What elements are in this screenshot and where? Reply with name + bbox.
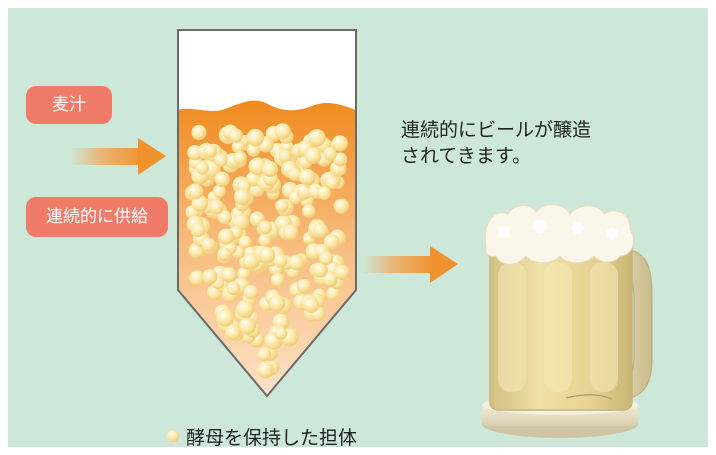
carrier-bead: [258, 220, 272, 235]
caption-line-2: されてきます。: [401, 145, 531, 167]
carrier-bead: [312, 262, 328, 278]
carrier-bead: [334, 264, 350, 280]
carrier-bead: [298, 168, 316, 186]
carrier-bead: [214, 171, 230, 187]
carrier-bead: [278, 149, 292, 163]
carrier-bead: [189, 270, 205, 286]
carrier-bead: [233, 151, 247, 165]
carrier-bead: [323, 234, 340, 250]
carrier-bead: [274, 123, 291, 140]
carrier-bead: [248, 157, 267, 176]
carrier-bead: [303, 296, 320, 313]
carrier-bead: [229, 128, 244, 143]
carrier-bead: [238, 235, 252, 249]
output-arrow-icon: [362, 246, 458, 283]
carrier-bead: [258, 246, 276, 264]
carrier-bead: [231, 139, 246, 154]
carrier-bead: [274, 326, 288, 340]
carrier-bead: [218, 228, 235, 245]
carrier-bead: [322, 271, 338, 287]
carrier-bead: [195, 161, 209, 175]
carrier-bead: [217, 210, 232, 225]
carrier-bead: [225, 324, 241, 341]
carrier-bead: [326, 286, 341, 301]
carrier-bead: [288, 254, 305, 271]
carrier-bead: [212, 184, 226, 198]
carrier-bead: [282, 224, 299, 241]
carrier-bead: [201, 237, 216, 252]
carrier-bead: [243, 284, 259, 300]
carrier-bead: [288, 167, 302, 181]
carrier-bead: [237, 267, 251, 280]
legend: 酵母を保持した担体: [166, 422, 357, 450]
carrier-bead: [187, 183, 204, 200]
carrier-bead: [325, 175, 340, 190]
continuous-supply-label: 連続的に供給: [26, 197, 168, 237]
carrier-bead: [268, 295, 286, 312]
reactor-tank: [177, 29, 357, 398]
carrier-bead: [302, 204, 316, 218]
carrier-bead: [233, 188, 251, 206]
bead-icon: [167, 430, 179, 442]
carrier-bead: [313, 223, 329, 239]
carrier-bead: [216, 308, 234, 327]
carrier-bead: [319, 251, 334, 266]
carrier-bead: [214, 153, 228, 167]
wort-label: 麦汁: [26, 86, 112, 124]
carrier-bead: [238, 317, 257, 335]
carrier-bead: [246, 128, 265, 147]
carrier-bead: [273, 253, 288, 268]
carrier-bead: [308, 129, 326, 147]
carrier-bead: [323, 147, 337, 161]
carrier-bead: [203, 144, 217, 158]
carrier-bead: [333, 152, 348, 167]
carrier-bead: [257, 361, 275, 379]
carrier-bead: [190, 222, 206, 238]
carrier-bead: [246, 143, 261, 157]
carrier-bead: [331, 135, 348, 152]
carrier-bead: [226, 281, 241, 296]
carrier-bead: [270, 273, 285, 288]
carrier-bead: [261, 160, 278, 178]
carrier-bead: [221, 267, 237, 283]
carrier-bead: [236, 300, 254, 318]
input-arrow-icon: [70, 138, 166, 175]
carrier-bead: [296, 278, 311, 294]
carrier-bead: [217, 247, 232, 262]
carrier-bead: [275, 199, 289, 213]
carrier-bead: [202, 269, 218, 285]
carrier-bead: [304, 147, 322, 165]
carrier-bead: [257, 347, 272, 362]
legend-label: 酵母を保持した担体: [186, 426, 358, 449]
carrier-bead: [191, 124, 207, 141]
caption-line-1: 連続的にビールが醸造: [401, 119, 592, 141]
carrier-bead: [317, 186, 332, 201]
carrier-beads: [184, 123, 350, 379]
carrier-bead: [333, 198, 350, 214]
carrier-bead: [209, 199, 224, 215]
carrier-bead: [258, 233, 272, 247]
beer-mug-icon: [482, 204, 653, 438]
